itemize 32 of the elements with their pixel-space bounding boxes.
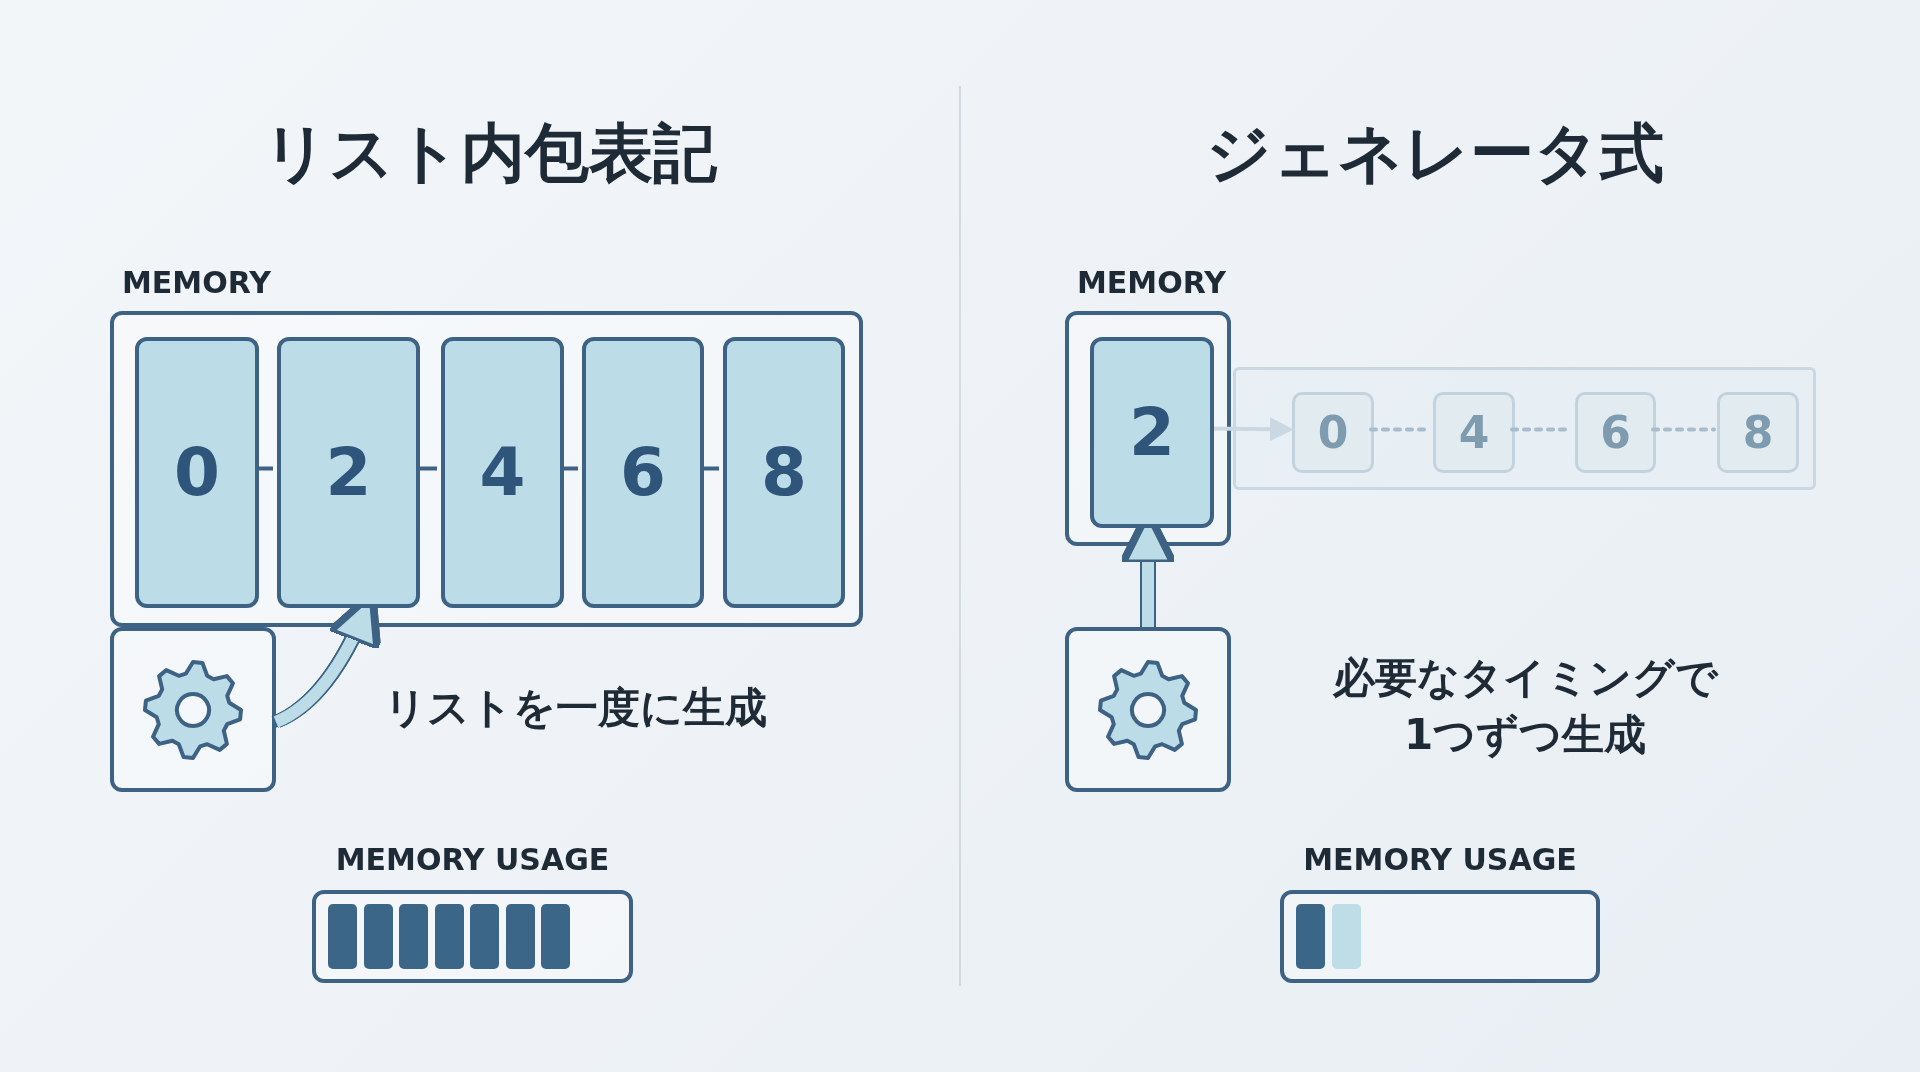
connector-line [1651,427,1716,432]
memory-cell [1090,337,1214,528]
pending-value-box [1433,392,1515,473]
caption-text: リストを一度に生成 [382,682,768,734]
cell-number: 4 [1457,406,1491,460]
memory-cell [723,337,845,608]
pending-value-box [1575,392,1656,473]
panel-title: リスト内包表記 [262,115,718,192]
generator-box [1065,627,1231,792]
memory-cell [277,337,420,608]
panel-title: ジェネレータ式 [1205,115,1665,192]
cell-number: 2 [1128,393,1176,473]
cell-number: 2 [324,433,373,513]
cell-number: 8 [760,433,808,513]
pending-value-box [1292,392,1374,473]
caption-text: 必要なタイミングで1つずつ生成 [1331,652,1720,761]
memory-cell [441,337,564,608]
cell-number: 4 [478,433,527,513]
cell-number: 6 [1599,406,1632,460]
cell-number: 0 [1316,406,1350,460]
pending-value-box [1717,392,1799,473]
section-heading: MEMORY [122,265,271,300]
cell-number: 8 [1741,406,1775,460]
pending-stream-band [1233,367,1816,490]
memory-cell [135,337,259,608]
section-heading: MEMORY USAGE [335,842,610,877]
cell-number: 6 [619,433,667,513]
cell-number: 0 [173,433,221,513]
section-heading: MEMORY [1077,265,1226,300]
section-heading: MEMORY USAGE [1303,842,1577,877]
memory-cell [582,337,704,608]
generator-box [110,627,276,792]
